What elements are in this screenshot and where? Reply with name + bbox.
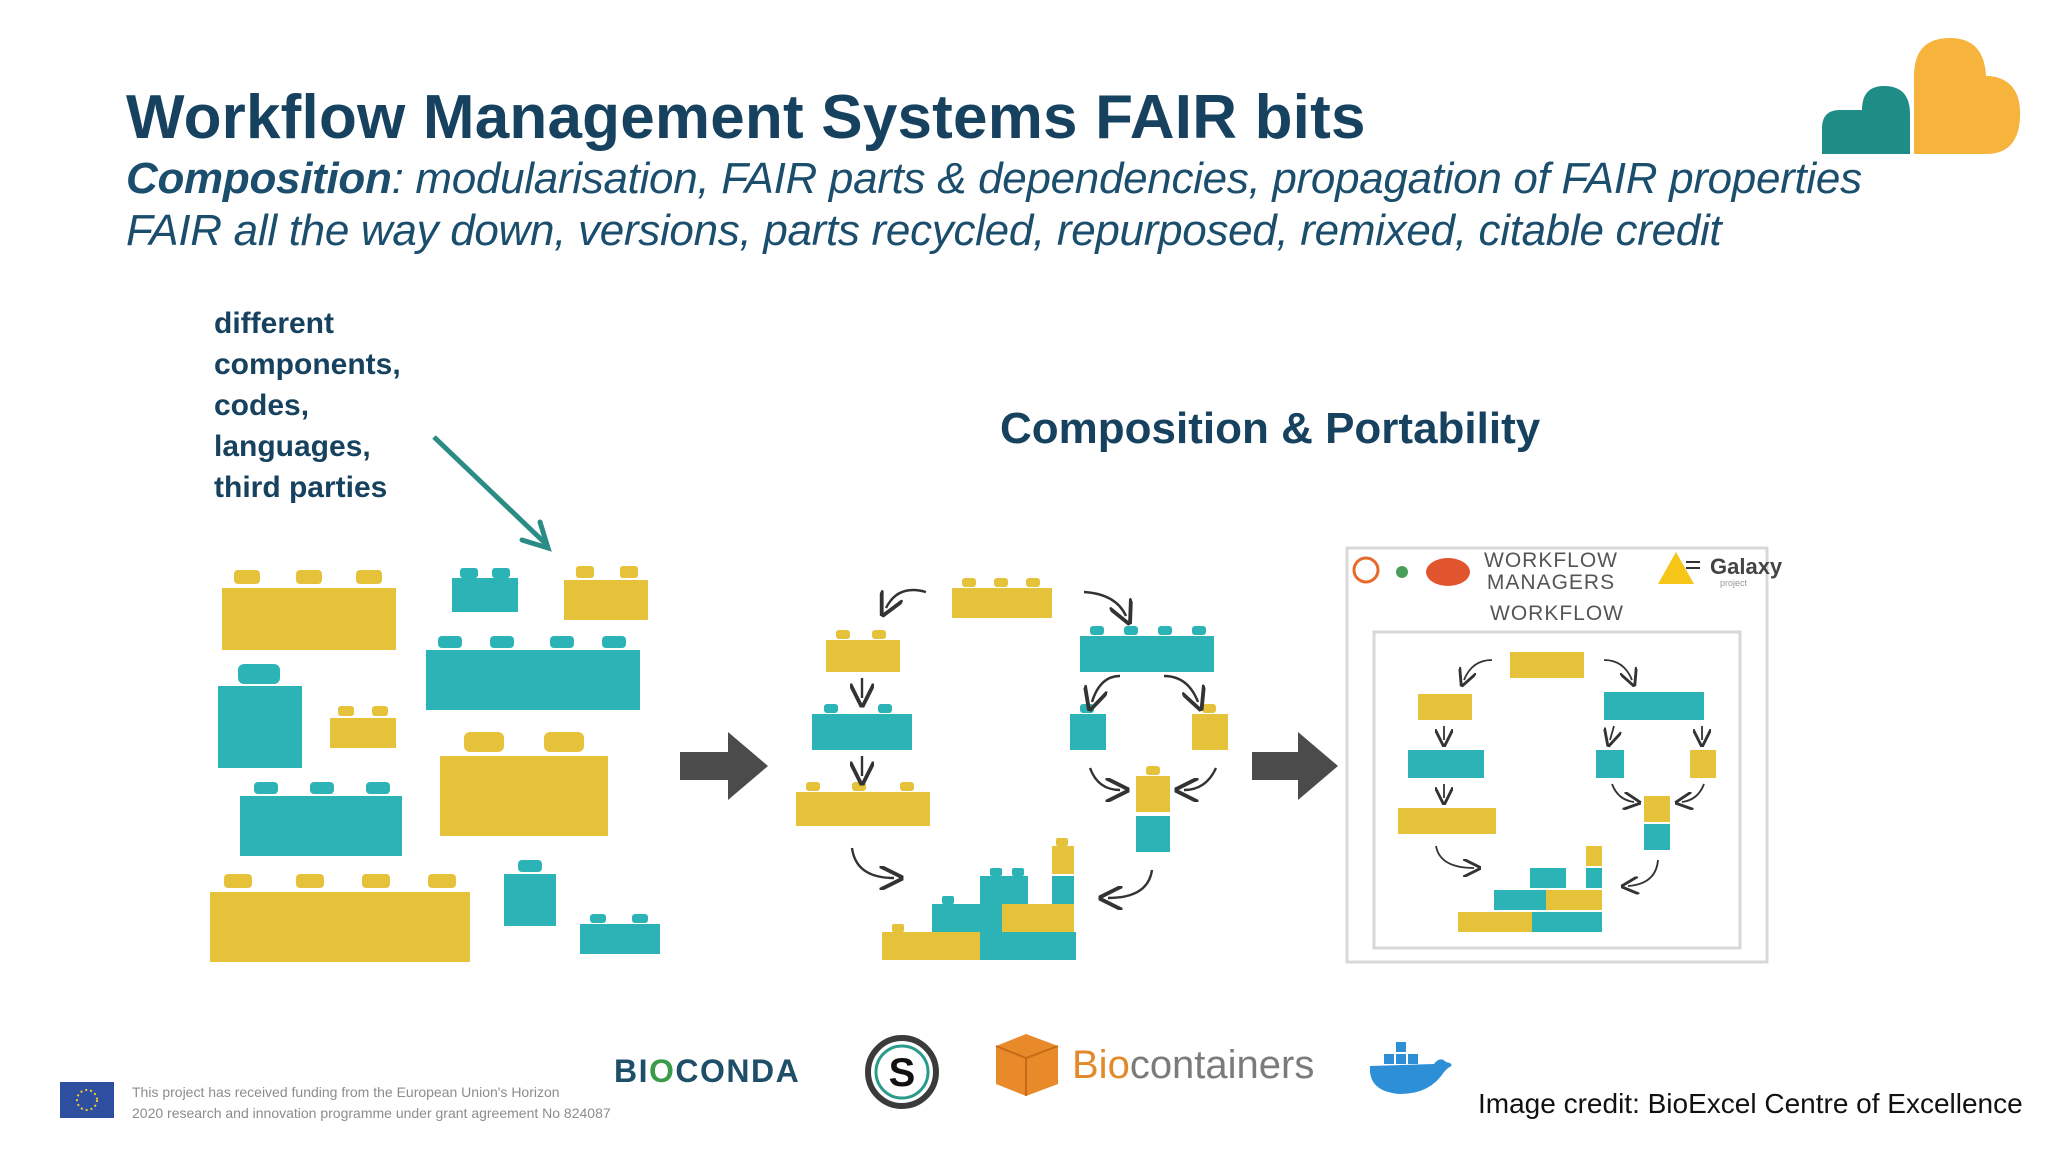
bioconda-part: O [649, 1053, 676, 1089]
slide-title: Workflow Management Systems FAIR bits [126, 83, 1366, 152]
subtitle-line-2: FAIR all the way down, versions, parts r… [126, 206, 1722, 255]
galaxy-label: Galaxy [1710, 554, 1783, 579]
subtitle-rest: : modularisation, FAIR parts & dependenc… [391, 154, 1863, 203]
biocontainers-logo: Biocontainers [1072, 1043, 1314, 1088]
image-credit: Image credit: BioExcel Centre of Excelle… [1478, 1088, 2023, 1119]
cloud-hearts-logo [1822, 38, 2021, 154]
svg-text:S: S [889, 1051, 916, 1095]
galaxy-icon [1658, 552, 1694, 584]
bioconda-part: BI [614, 1053, 649, 1089]
subtitle-bold: Composition [126, 154, 392, 203]
galaxy-sub-label: project [1720, 578, 1748, 588]
workflow-manager-panel [1345, 546, 1769, 964]
components-label-line: languages, [214, 430, 371, 463]
bioconda-part: CONDA [675, 1053, 801, 1089]
flow-arrow [1252, 732, 1338, 800]
bioconda-logo: BIOCONDA [614, 1053, 800, 1090]
biocontainers-part: Bio [1072, 1043, 1130, 1087]
components-label: different components, codes, languages, … [214, 303, 401, 508]
components-label-line: different [214, 307, 334, 340]
assembled-workflow [796, 578, 1228, 960]
nextflow-icon [1352, 556, 1380, 584]
workflow-managers-line: WORKFLOW [1484, 549, 1618, 572]
subtitle-line-1: Composition: modularisation, FAIR parts … [126, 154, 1862, 204]
biocontainers-box-icon [995, 1034, 1059, 1096]
eu-flag-icon [60, 1082, 114, 1118]
workflow-managers-line: MANAGERS [1486, 571, 1616, 594]
funding-line: 2020 research and innovation programme u… [132, 1105, 611, 1121]
snakemake-icon: S [865, 1035, 939, 1109]
components-label-line: third parties [214, 471, 388, 504]
components-label-line: components, [214, 348, 401, 381]
components-label-line: codes, [214, 389, 310, 422]
funding-line: This project has received funding from t… [132, 1084, 560, 1100]
biocontainers-part: containers [1129, 1043, 1315, 1087]
annotation-arrow [432, 435, 552, 552]
diagram-title: Composition & Portability [1000, 404, 1541, 453]
docker-whale-icon [1370, 1042, 1452, 1094]
flow-arrow [680, 732, 768, 800]
workflow-managers-label: WORKFLOW MANAGERS [1484, 550, 1618, 594]
scattered-bricks [210, 566, 660, 962]
workflow-label: WORKFLOW [1490, 602, 1624, 625]
funding-notice: This project has received funding from t… [132, 1082, 611, 1124]
